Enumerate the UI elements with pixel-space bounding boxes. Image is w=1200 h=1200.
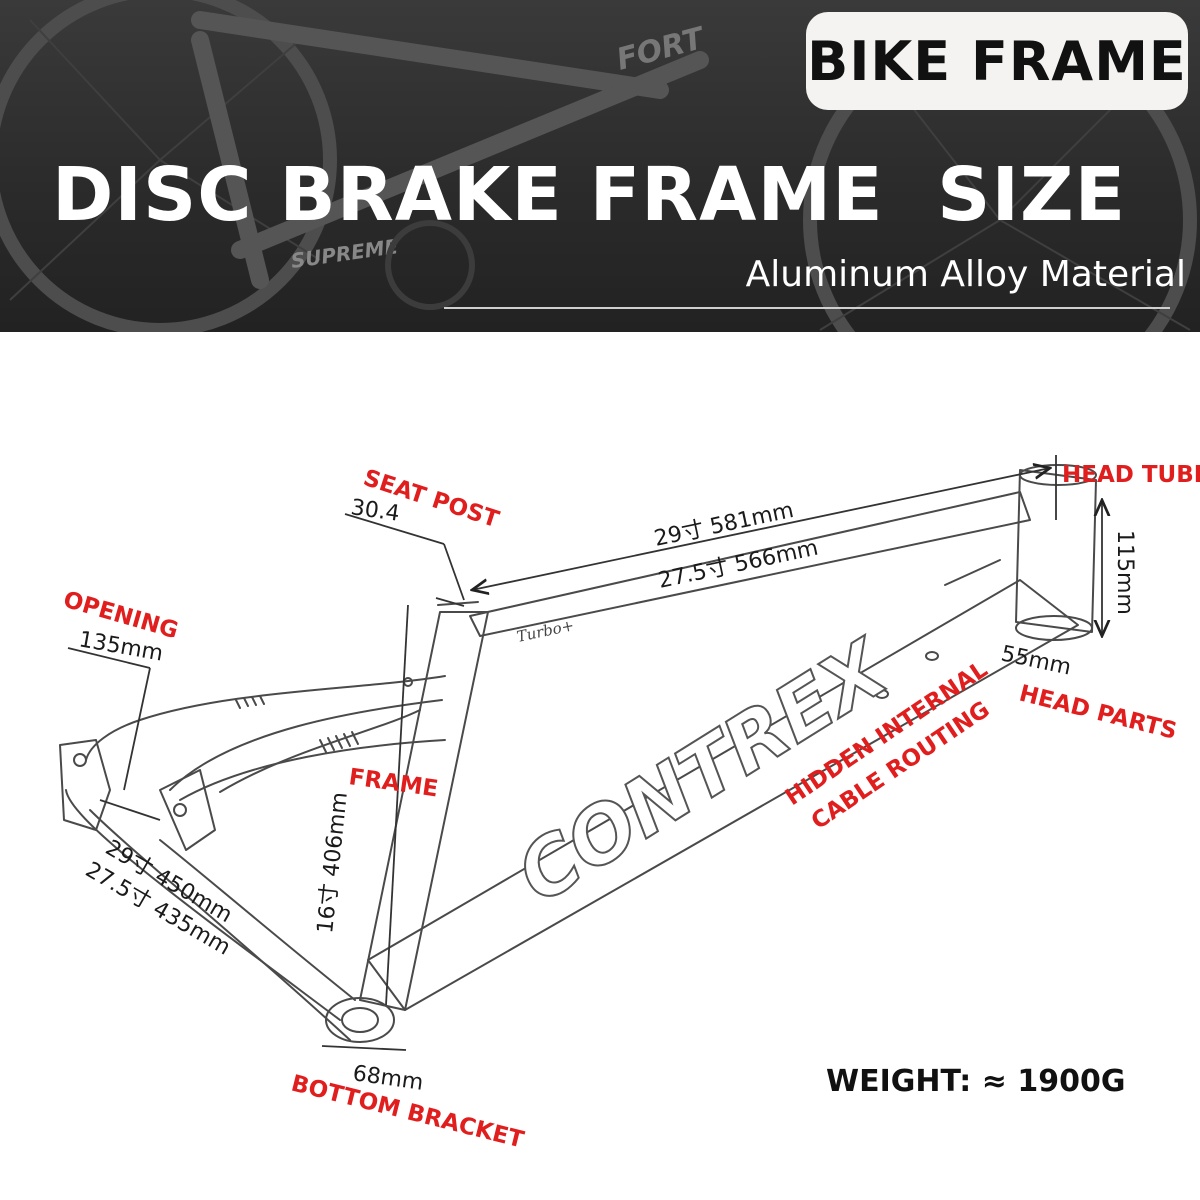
- seat-post-value: 30.4: [349, 495, 401, 527]
- bike-frame-badge: BIKE FRAME: [806, 12, 1188, 110]
- head-parts-value: 55mm: [999, 641, 1074, 680]
- turbo-logo-text: Turbo+: [515, 616, 576, 646]
- frame-label: FRAME: [347, 764, 440, 802]
- page-title: DISC BRAKE FRAME SIZE: [52, 152, 1127, 238]
- header-banner: FORT SUPREME BIKE FRAME DISC BRAKE FRAME…: [0, 0, 1200, 332]
- material-subtitle: Aluminum Alloy Material: [745, 254, 1186, 295]
- frame-size-value: 16寸 406mm: [313, 791, 353, 935]
- head-parts-label: HEAD PARTS: [1017, 681, 1180, 745]
- subtitle-underline: [444, 307, 1170, 309]
- dimension-lines: [67, 455, 1102, 1051]
- background-bike-photo: FORT SUPREME: [0, 0, 1197, 332]
- frame-diagram: CONTREX Turbo+ SEAT POST 30.4 OPENING 13…: [59, 455, 1200, 1154]
- head-tube-value: 115mm: [1112, 530, 1137, 615]
- weight-label: WEIGHT: ≈ 1900G: [826, 1064, 1126, 1099]
- head-tube-label: HEAD TUBE: [1062, 462, 1200, 488]
